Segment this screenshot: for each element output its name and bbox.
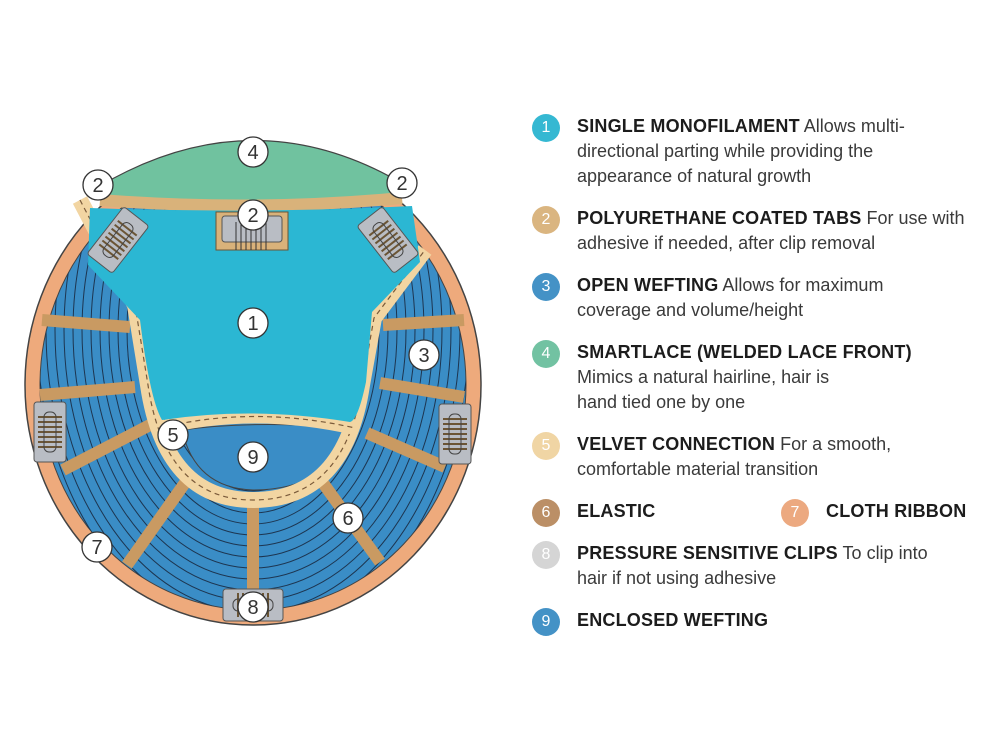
weft-line (54, 160, 452, 610)
elastic-spoke (364, 427, 448, 473)
marker-label: 8 (247, 597, 258, 619)
legend-line: ELASTIC (577, 499, 732, 524)
elastic-spoke (379, 377, 465, 403)
marker-m2c: 2 (237, 199, 269, 231)
elastic-spoke (41, 314, 131, 333)
legend-title: SINGLE MONOFILAMENT (577, 116, 800, 136)
clip-icon (33, 401, 67, 463)
legend-number-badge: 4 (532, 340, 560, 368)
marker-label: 9 (247, 447, 258, 469)
legend-description: To clip into (837, 543, 928, 563)
legend-description: For a smooth, (775, 434, 892, 454)
legend: 1 SINGLE MONOFILAMENT Allows multi-direct… (530, 114, 1000, 650)
clip-icon (87, 207, 149, 273)
marker-m7: 7 (81, 531, 113, 563)
legend-description: Mimics a natural hairline, hair is (577, 367, 830, 387)
marker-label: 5 (167, 425, 178, 447)
legend-number-badge: 3 (532, 273, 560, 301)
legend-description: adhesive if needed, after clip removal (577, 233, 876, 253)
marker-label: 3 (418, 345, 429, 367)
marker-label: 2 (92, 175, 103, 197)
velvet-stitching-mid (159, 415, 356, 429)
legend-description: Allows multi- (799, 116, 905, 136)
legend-title: POLYURETHANE COATED TABS (577, 208, 862, 228)
legend-item-6: 6 ELASTIC (530, 499, 732, 527)
clip-icon (357, 207, 419, 273)
legend-description: appearance of natural growth (577, 166, 812, 186)
marker-m8: 8 (237, 591, 269, 623)
marker-m2a: 2 (82, 169, 114, 201)
legend-number-badge: 8 (532, 541, 560, 569)
legend-number-badge: 5 (532, 432, 560, 460)
legend-title: CLOTH RIBBON (826, 501, 967, 521)
legend-number-badge: 9 (532, 608, 560, 636)
elastic-spokes (39, 314, 465, 590)
marker-label: 1 (247, 313, 258, 335)
elastic-spoke (122, 476, 192, 569)
clip-icon (438, 403, 472, 465)
legend-number-badge: 6 (532, 499, 560, 527)
legend-number-badge: 7 (781, 499, 809, 527)
elastic-spoke (39, 381, 136, 401)
legend-title: PRESSURE SENSITIVE CLIPS (577, 543, 838, 563)
marker-m6: 6 (332, 502, 364, 534)
marker-label: 7 (91, 537, 102, 559)
elastic-spoke (382, 314, 465, 331)
elastic-spoke (60, 419, 153, 476)
marker-m9: 9 (237, 441, 269, 473)
legend-title: ENCLOSED WEFTING (577, 610, 769, 630)
legend-number-badge: 2 (532, 206, 560, 234)
legend-line: POLYURETHANE COATED TABS For use with (577, 206, 1000, 231)
legend-line: SMARTLACE (WELDED LACE FRONT) (577, 340, 1000, 365)
legend-title: ELASTIC (577, 501, 656, 521)
legend-description: comfortable material transition (577, 459, 819, 479)
legend-description: For use with (861, 208, 965, 228)
legend-title: VELVET CONNECTION (577, 434, 776, 454)
legend-item-9: 9 ENCLOSED WEFTING (530, 608, 1000, 636)
legend-description: Allows for maximum (718, 275, 884, 295)
marker-label: 4 (247, 142, 258, 164)
number-markers: 4 2 2 2 1 3 5 9 6 7 8 (81, 136, 440, 623)
marker-label: 6 (342, 508, 353, 530)
marker-m3: 3 (408, 339, 440, 371)
hairpiece-diagram: 4 2 2 2 1 3 5 9 6 7 8 (24, 136, 482, 626)
marker-m2b: 2 (386, 167, 418, 199)
legend-line: PRESSURE SENSITIVE CLIPS To clip into (577, 541, 1000, 566)
legend-title: SMARTLACE (WELDED LACE FRONT) (577, 342, 912, 362)
legend-description: hand tied one by one (577, 392, 746, 412)
marker-m4: 4 (237, 136, 269, 168)
legend-line: ENCLOSED WEFTING (577, 608, 1000, 633)
legend-item-1: 1 SINGLE MONOFILAMENT Allows multi-direct… (530, 114, 1000, 189)
marker-label: 2 (396, 173, 407, 195)
legend-description: hair if not using adhesive (577, 568, 777, 588)
legend-item-7: 7 CLOTH RIBBON (779, 499, 981, 527)
marker-label: 2 (247, 205, 258, 227)
legend-pair: 6 ELASTIC 7 CLOTH RIBBON (530, 499, 1000, 541)
legend-title: OPEN WEFTING (577, 275, 719, 295)
legend-number-badge: 1 (532, 114, 560, 142)
legend-line: CLOTH RIBBON (826, 499, 981, 524)
legend-description: coverage and volume/height (577, 300, 804, 320)
legend-item-4: 4 SMARTLACE (WELDED LACE FRONT) Mimics a n… (530, 340, 1000, 415)
legend-line: OPEN WEFTING Allows for maximum (577, 273, 1000, 298)
marker-m1: 1 (237, 307, 269, 339)
legend-line: VELVET CONNECTION For a smooth, (577, 432, 1000, 457)
marker-m5: 5 (157, 419, 189, 451)
legend-line: SINGLE MONOFILAMENT Allows multi- (577, 114, 1000, 139)
legend-description: directional parting while providing the (577, 141, 874, 161)
